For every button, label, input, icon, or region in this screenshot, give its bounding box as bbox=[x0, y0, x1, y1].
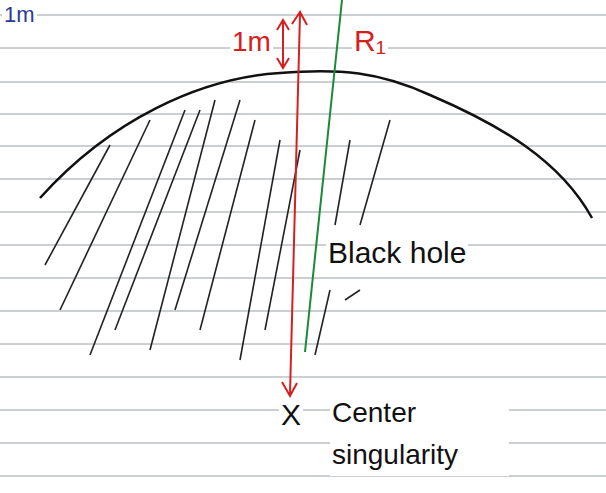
center-label: Center singularity bbox=[330, 392, 509, 476]
hatching bbox=[45, 100, 390, 360]
center-mark: X bbox=[279, 398, 303, 432]
radius-label: R₁ bbox=[352, 24, 388, 58]
region-label: Black hole bbox=[326, 236, 468, 270]
scale-note: 1m bbox=[2, 2, 37, 28]
green-line bbox=[305, 0, 342, 352]
ruled-lines bbox=[0, 15, 606, 476]
gap-arrow bbox=[277, 20, 289, 68]
radius-arrow bbox=[282, 12, 307, 396]
gap-dimension: 1m bbox=[230, 26, 273, 58]
event-horizon bbox=[40, 71, 592, 218]
